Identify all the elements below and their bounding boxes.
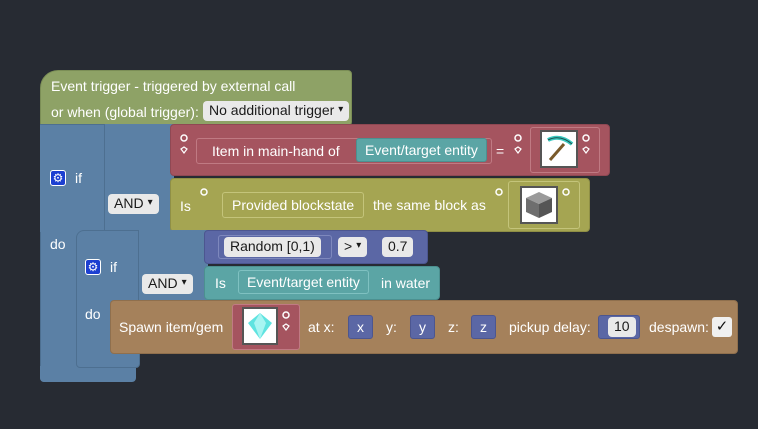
is-label: Is <box>180 198 191 214</box>
despawn-label: despawn: <box>649 319 709 335</box>
pickup-delay-label: pickup delay: <box>509 319 591 335</box>
pickup-delay-input[interactable]: 10 <box>608 317 636 337</box>
comparator-dropdown[interactable]: > <box>338 237 368 257</box>
at-x-label: at x: <box>308 319 335 335</box>
mainhand-entity-slot[interactable]: Event/target entity <box>356 138 487 162</box>
trigger-title: Event trigger - triggered by external ca… <box>51 78 296 94</box>
cog-small-icon <box>282 311 290 319</box>
gem-small-icon <box>180 146 188 154</box>
equals-symbol: = <box>496 143 505 159</box>
diamond-gem-icon <box>242 307 278 345</box>
gem-small-icon <box>582 146 590 154</box>
same-block-label: the same block as <box>373 197 486 213</box>
outer-if-bottom-cap <box>40 366 136 382</box>
x-variable-slot[interactable]: x <box>348 315 373 339</box>
water-entity-slot[interactable]: Event/target entity <box>238 270 369 294</box>
in-water-label: in water <box>381 275 431 291</box>
cog-small-icon <box>582 134 590 142</box>
global-trigger-dropdown[interactable]: No additional trigger <box>203 101 350 121</box>
spawn-item-label: Spawn item/gem <box>119 319 224 335</box>
cog-small-icon <box>514 134 522 142</box>
cog-small-icon <box>200 188 208 196</box>
outer-if-label: if <box>75 170 82 186</box>
inner-do-label: do <box>85 306 101 322</box>
outer-if-gear-icon[interactable]: ⚙ <box>50 170 66 186</box>
despawn-checkbox[interactable]: ✓ <box>712 317 732 337</box>
provided-blockstate-label: Provided blockstate <box>232 197 355 213</box>
y-label: y: <box>386 319 397 335</box>
diamond-pickaxe-icon <box>540 130 578 168</box>
item-mainhand-label: Item in main-hand of <box>212 143 340 159</box>
cog-small-icon <box>562 188 570 196</box>
cog-small-icon <box>495 188 503 196</box>
gem-small-icon <box>282 323 290 331</box>
outer-and-block[interactable] <box>104 124 174 232</box>
global-trigger-label: or when (global trigger): <box>51 104 199 120</box>
inner-and-dropdown[interactable]: AND <box>142 274 193 294</box>
outer-and-dropdown[interactable]: AND <box>108 194 159 214</box>
z-variable-slot[interactable]: z <box>471 315 496 339</box>
inner-if-label: if <box>110 259 117 275</box>
gem-small-icon <box>514 146 522 154</box>
random-label: Random [0,1) <box>224 237 321 257</box>
blockstate-slot[interactable] <box>222 192 364 218</box>
event-trigger-block[interactable]: Event trigger - triggered by external ca… <box>40 70 352 126</box>
cog-small-icon <box>180 134 188 142</box>
y-variable-slot[interactable]: y <box>410 315 435 339</box>
item-mainhand-inner <box>196 138 492 164</box>
threshold-value-input[interactable]: 0.7 <box>382 237 414 257</box>
in-water-is-label: Is <box>215 275 226 291</box>
stone-block-icon <box>520 186 558 224</box>
inner-if-gear-icon[interactable]: ⚙ <box>85 259 101 275</box>
z-label: z: <box>448 319 459 335</box>
outer-do-label: do <box>50 236 66 252</box>
